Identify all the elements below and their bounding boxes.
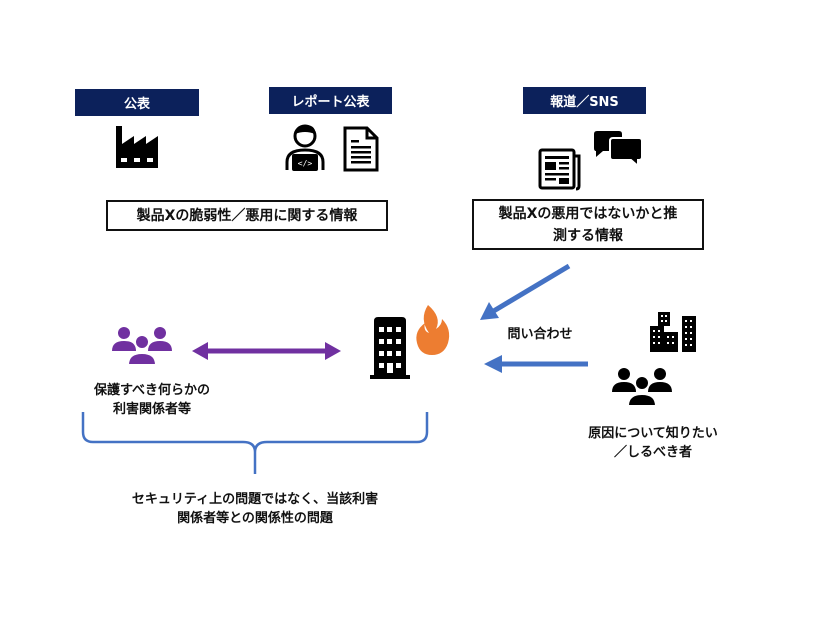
header-news-sns: 報道／SNS [523, 87, 646, 114]
vulnerability-info-box: 製品Xの脆弱性／悪用に関する情報 [106, 200, 388, 231]
stakeholders-label: 保護すべき何らかの 利害関係者等 [72, 381, 232, 419]
office-building-icon [370, 317, 410, 379]
chat-bubbles-icon [594, 131, 643, 169]
developer-laptop-icon: </> [285, 124, 325, 171]
curious-parties-label: 原因について知りたい ／しるべき者 [568, 424, 738, 462]
people-group-purple-icon [112, 327, 172, 366]
header-publish: 公表 [75, 89, 199, 116]
stakeholders-line1: 保護すべき何らかの [93, 383, 211, 398]
abuse-speculation-line1: 製品Xの悪用ではないかと推 [498, 205, 678, 222]
curious-line2: ／しるべき者 [613, 445, 692, 460]
people-group-black-icon [612, 368, 672, 407]
curious-line1: 原因について知りたい [588, 426, 718, 441]
newspaper-icon [538, 148, 581, 191]
stakeholders-line2: 利害関係者等 [112, 402, 191, 417]
inquiry-text: 問い合わせ [507, 327, 573, 342]
abuse-speculation-line2: 測する情報 [553, 227, 623, 244]
conclusion-line2: 関係者等との関係性の問題 [177, 511, 333, 526]
header-publish-label: 公表 [123, 97, 150, 112]
abuse-speculation-box: 製品Xの悪用ではないかと推 測する情報 [472, 199, 704, 250]
document-icon [343, 126, 379, 172]
svg-text:</>: </> [298, 159, 313, 168]
header-report-publish: レポート公表 [269, 87, 392, 114]
header-report-publish-label: レポート公表 [291, 95, 370, 110]
city-buildings-icon [650, 312, 696, 352]
factory-icon [116, 126, 158, 168]
vulnerability-info-text: 製品Xの脆弱性／悪用に関する情報 [136, 207, 358, 224]
conclusion-line1: セキュリティ上の問題ではなく、当該利害 [131, 492, 379, 507]
conclusion-label: セキュリティ上の問題ではなく、当該利害 関係者等との関係性の問題 [90, 490, 420, 528]
header-news-sns-label: 報道／SNS [550, 95, 619, 110]
fire-icon [416, 305, 450, 355]
inquiry-label: 問い合わせ [496, 325, 584, 344]
